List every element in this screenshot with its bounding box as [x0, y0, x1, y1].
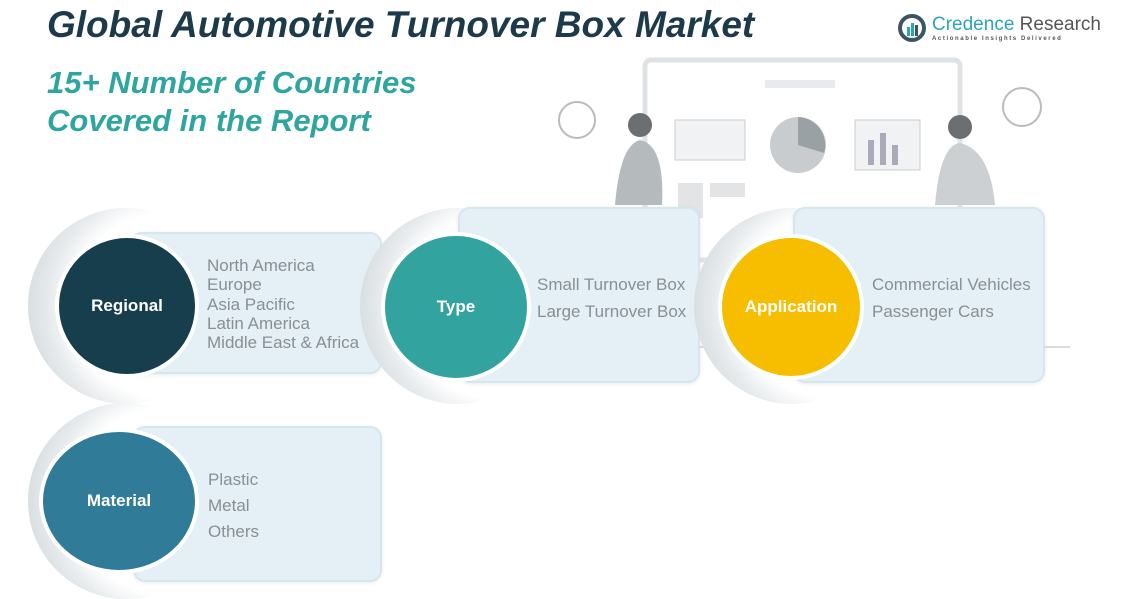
- page-title: Global Automotive Turnover Box Market: [47, 4, 755, 45]
- list-item: Plastic: [208, 470, 259, 489]
- presentation-illustration: [558, 57, 1070, 348]
- regional-label: Regional: [91, 296, 163, 315]
- list-item: Latin America: [207, 313, 310, 333]
- list-item: Small Turnover Box: [537, 275, 686, 294]
- subtitle-line-2: Covered in the Report: [47, 103, 371, 138]
- subtitle-line-1: 15+ Number of Countries: [47, 65, 417, 100]
- logo-chart-icon: [898, 14, 926, 42]
- list-item: Europe: [207, 275, 262, 295]
- application-label: Application: [744, 297, 838, 316]
- list-item: Asia Pacific: [207, 294, 295, 314]
- material-circle: Material: [39, 428, 199, 574]
- logo-tagline: Actionable Insights Delivered: [932, 36, 1063, 42]
- logo-name-b: Research: [1014, 14, 1101, 35]
- logo-name-a: Credence: [932, 14, 1015, 35]
- list-item: Large Turnover Box: [537, 302, 687, 321]
- type-circle: Type: [381, 232, 531, 382]
- regional-circle: Regional: [55, 234, 199, 378]
- application-circle: Application: [718, 234, 864, 380]
- list-item: North America: [207, 256, 315, 275]
- list-item: Metal: [208, 496, 250, 515]
- list-item: Passenger Cars: [872, 302, 994, 321]
- material-label: Material: [86, 491, 152, 510]
- type-label: Type: [436, 297, 476, 316]
- list-item: Commercial Vehicles: [872, 275, 1031, 294]
- list-item: Middle East & Africa: [207, 333, 360, 353]
- list-item: Others: [208, 522, 260, 541]
